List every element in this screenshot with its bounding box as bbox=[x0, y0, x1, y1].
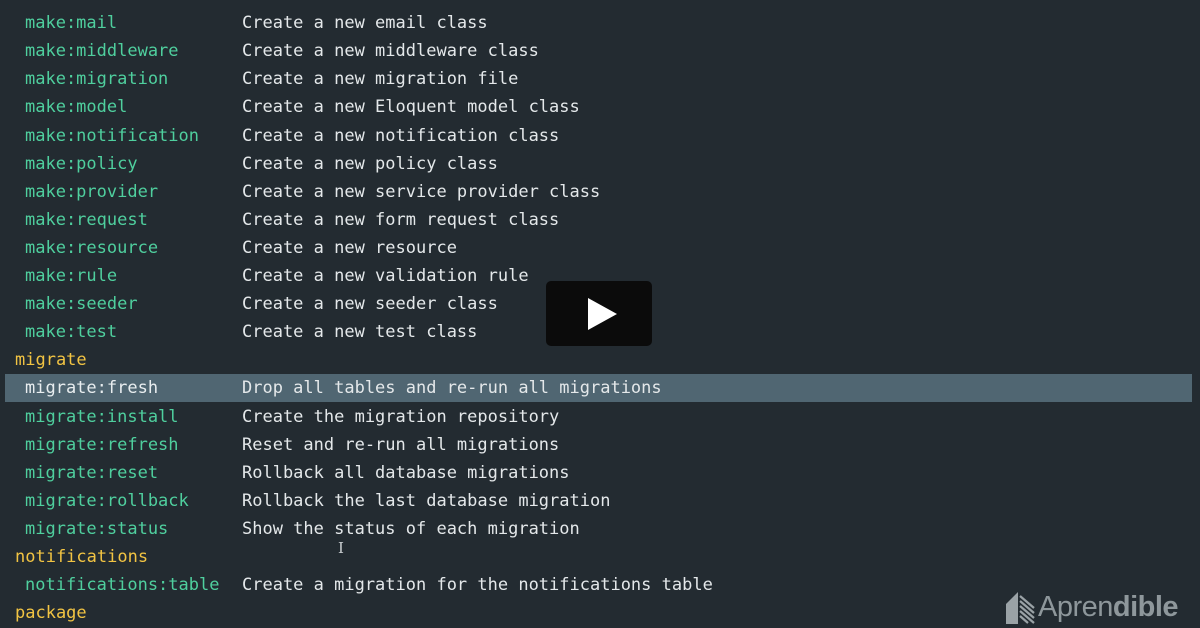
command-description: Create a new validation rule bbox=[242, 266, 529, 286]
command-name: make:notification bbox=[25, 125, 199, 146]
command-description: Create a new policy class bbox=[242, 153, 498, 174]
command-description: Show the status of each migration bbox=[242, 518, 580, 539]
selection-highlight bbox=[5, 374, 1192, 403]
command-row: make:request Create a new form request cl… bbox=[0, 206, 1200, 234]
command-description: Drop all tables and re-run all migration… bbox=[242, 378, 662, 399]
command-row: migrate:rollback Rollback the last databa… bbox=[0, 487, 1200, 515]
command-name: make:policy bbox=[25, 153, 138, 174]
command-row: make:test Create a new test class bbox=[0, 318, 1200, 346]
command-group-row: migrate bbox=[0, 346, 1200, 374]
command-description: Create a new middleware class bbox=[242, 41, 539, 62]
command-description: Create the migration repository bbox=[242, 406, 560, 427]
play-icon bbox=[588, 298, 617, 330]
command-row: migrate:fresh Drop all tables and re-run … bbox=[0, 374, 1200, 403]
command-row: make:listener Create a new event listener… bbox=[0, 0, 1200, 9]
command-name: make:seeder bbox=[25, 294, 138, 315]
command-name: make:provider bbox=[25, 181, 159, 202]
command-row: make:migration Create a new migration fil… bbox=[0, 65, 1200, 93]
command-name: migrate:fresh bbox=[25, 378, 159, 399]
command-description: Create a new seeder class bbox=[242, 294, 498, 315]
command-name: make:model bbox=[25, 97, 128, 118]
command-row: make:provider Create a new service provid… bbox=[0, 178, 1200, 206]
command-name: make:rule bbox=[25, 266, 118, 286]
command-description: Rollback the last database migration bbox=[242, 490, 611, 511]
command-name: migrate:rollback bbox=[25, 490, 189, 511]
logo: Aprendible bbox=[1004, 590, 1179, 624]
command-name: make:middleware bbox=[25, 41, 179, 62]
group-name: migrate bbox=[15, 350, 87, 371]
text-cursor-icon: I bbox=[338, 539, 344, 557]
command-description: Create a new resource bbox=[242, 237, 457, 258]
command-name: migrate:status bbox=[25, 518, 169, 539]
command-row: make:policy Create a new policy class bbox=[0, 150, 1200, 178]
command-row: make:mail Create a new email class bbox=[0, 9, 1200, 37]
command-description: Create a new notification class bbox=[242, 125, 560, 146]
command-row: notifications:table Create a migration fo… bbox=[0, 571, 1200, 599]
command-description: Create a new migration file bbox=[242, 69, 519, 90]
command-name: make:listener bbox=[25, 0, 158, 9]
command-name: migrate:install bbox=[25, 406, 179, 427]
command-row: migrate:refresh Reset and re-run all migr… bbox=[0, 431, 1200, 459]
command-description: Create a new email class bbox=[242, 13, 488, 34]
command-description: Create a new test class bbox=[242, 322, 478, 343]
group-name: package bbox=[15, 603, 87, 624]
command-name: make:migration bbox=[25, 69, 169, 90]
command-row: migrate:install Create the migration repo… bbox=[0, 403, 1200, 431]
command-name: migrate:reset bbox=[25, 462, 159, 483]
group-name: notifications bbox=[15, 547, 149, 567]
logo-icon bbox=[1006, 592, 1035, 624]
command-description: Reset and re-run all migrations bbox=[242, 434, 560, 455]
command-description: Create a migration for the notifications… bbox=[242, 575, 713, 596]
command-name: migrate:refresh bbox=[25, 434, 179, 455]
command-row: make:rule Create a new validation rule bbox=[0, 262, 1200, 290]
command-group-row: package bbox=[0, 599, 1200, 627]
command-row: make:model Create a new Eloquent model cl… bbox=[0, 93, 1200, 121]
command-row: make:resource Create a new resource bbox=[0, 234, 1200, 262]
command-row: migrate:status Show the status of each mi… bbox=[0, 515, 1200, 543]
command-row: migrate:reset Rollback all database migra… bbox=[0, 459, 1200, 487]
command-description: Create a new form request class bbox=[242, 209, 560, 230]
logo-text: Aprendible bbox=[1038, 590, 1179, 623]
command-name: make:resource bbox=[25, 237, 159, 258]
command-group-row: notifications bbox=[0, 543, 1200, 571]
command-description: Create a new event listener class bbox=[242, 0, 580, 9]
command-description: Create a new service provider class bbox=[242, 181, 601, 202]
command-description: Create a new Eloquent model class bbox=[242, 97, 580, 118]
command-row: make:seeder Create a new seeder class bbox=[0, 290, 1200, 318]
command-name: notifications:table bbox=[25, 575, 220, 596]
command-row: make:middleware Create a new middleware c… bbox=[0, 37, 1200, 65]
command-name: make:test bbox=[25, 322, 118, 343]
command-row: make:notification Create a new notificati… bbox=[0, 122, 1200, 150]
command-name: make:request bbox=[25, 209, 148, 230]
command-name: make:mail bbox=[25, 13, 118, 34]
play-button[interactable] bbox=[546, 281, 652, 346]
command-description: Rollback all database migrations bbox=[242, 462, 570, 483]
